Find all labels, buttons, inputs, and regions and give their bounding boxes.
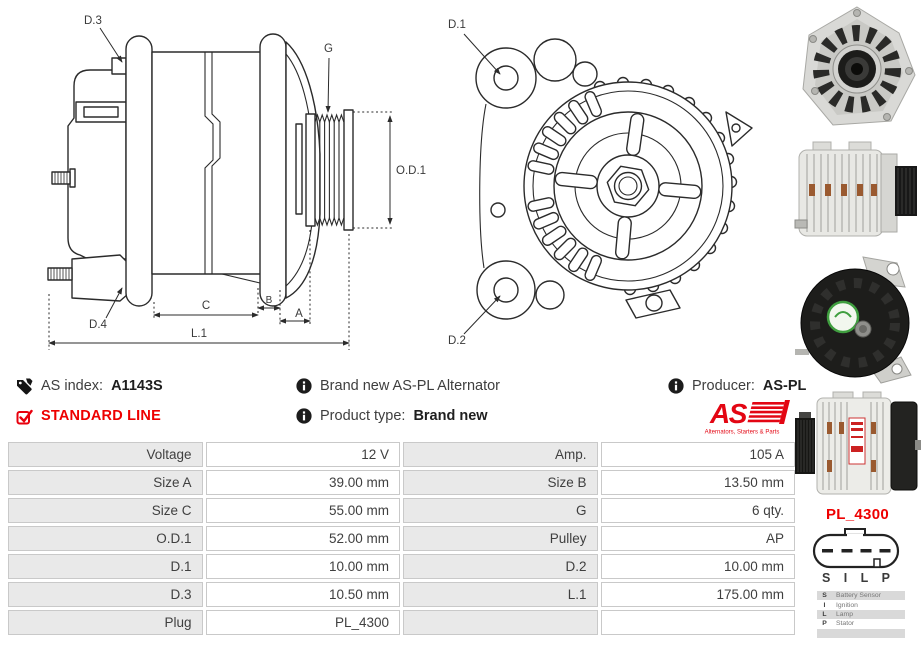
plug-connector-diagram — [812, 528, 900, 569]
as-pl-logo: AS Alternators, Starters & Parts — [705, 396, 790, 436]
logo-tagline: Alternators, Starters & Parts — [705, 430, 780, 436]
spec-label-cell: Amp. — [403, 442, 598, 467]
legend-desc: Ignition — [836, 601, 858, 609]
legend-row: I Ignition — [817, 600, 905, 609]
spec-value-cell: 55.00 mm — [205, 498, 400, 523]
producer-label: Producer: — [692, 378, 755, 394]
standard-line-label: STANDARD LINE — [41, 408, 161, 424]
spec-value-cell: 10.00 mm — [600, 554, 795, 579]
spec-value-cell: 39.00 mm — [205, 470, 400, 495]
dimension-label-d4: D.4 — [89, 319, 108, 331]
spec-value-cell: PL_4300 — [205, 610, 400, 635]
spec-table: Voltage 12 V Amp. 105 A Size A 39.00 mm … — [8, 442, 795, 635]
legend-row-empty — [817, 628, 905, 638]
spec-label-cell: D.2 — [403, 554, 598, 579]
dimension-label-g: G — [324, 43, 333, 55]
dimension-label-d2: D.2 — [448, 335, 466, 347]
legend-row: S Battery Sensor — [817, 591, 905, 601]
spec-label-cell: L.1 — [403, 582, 598, 607]
side-view-technical-drawing: D.3 G O.D.1 D.4 C B A L.1 — [47, 15, 426, 350]
info-icon — [296, 408, 312, 424]
producer-row: Producer: AS-PL — [668, 376, 806, 396]
spec-value-cell: 175.00 mm — [600, 582, 795, 607]
legend-pin: P — [822, 620, 827, 628]
brand-new-row: Brand new AS-PL Alternator — [296, 376, 500, 396]
dimension-label-c: C — [202, 300, 210, 312]
spec-label-cell: G — [403, 498, 598, 523]
plug-legend: S Battery Sensor I Ignition L Lamp P Sta… — [817, 591, 905, 638]
brand-new-text: Brand new AS-PL Alternator — [320, 378, 501, 394]
alternator-side-photo-art — [794, 141, 917, 237]
spec-value-cell: 10.50 mm — [205, 582, 400, 607]
spec-label-cell: D.1 — [8, 554, 203, 579]
legend-pin: S — [822, 592, 827, 600]
product-photo-front[interactable] — [793, 3, 922, 133]
producer-value: AS-PL — [762, 378, 807, 394]
legend-row: P Stator — [817, 619, 905, 628]
alternator-rear-photo-art — [795, 256, 912, 384]
legend-desc: Stator — [836, 620, 855, 628]
spec-label-cell: Voltage — [8, 442, 203, 467]
alternator-side2-photo-art — [795, 391, 921, 495]
legend-pin: L — [822, 610, 827, 618]
vent-slots — [527, 91, 603, 281]
dimension-label-od1: O.D.1 — [396, 165, 426, 177]
checked-checkbox-icon — [16, 409, 33, 424]
legend-desc: Lamp — [836, 610, 854, 618]
logo-text: AS — [709, 398, 748, 429]
pin-letter: P — [881, 571, 890, 585]
tag-icon — [17, 378, 33, 394]
front-view-technical-drawing: D.1 D.2 — [448, 19, 753, 347]
pin-letter: L — [860, 571, 869, 585]
legend-pin: I — [823, 601, 826, 609]
spec-label-cell: Size A — [8, 470, 203, 495]
spec-label-cell: D.3 — [8, 582, 203, 607]
as-index-value: A1143S — [111, 378, 163, 394]
spec-value-cell — [600, 610, 795, 635]
product-photo-side-right-pulley[interactable] — [793, 136, 922, 250]
dimension-label-b: B — [266, 295, 273, 306]
spec-value-cell: 12 V — [205, 442, 400, 467]
info-icon — [668, 378, 684, 394]
product-photo-side-left-pulley[interactable] — [793, 388, 922, 506]
spec-label-cell: Pulley — [403, 526, 598, 551]
spec-value-cell: 6 qty. — [600, 498, 795, 523]
info-icon — [296, 378, 312, 394]
pin-letter: I — [843, 571, 848, 585]
dimension-label-d3: D.3 — [84, 15, 102, 27]
product-photo-rear[interactable] — [793, 253, 922, 385]
as-index-label: AS index: — [41, 378, 104, 394]
spec-value-cell: 52.00 mm — [205, 526, 400, 551]
as-index-row: AS index: A1143S — [16, 376, 163, 396]
product-type-label: Product type: — [320, 408, 406, 424]
dimension-label-l1: L.1 — [191, 328, 207, 340]
spec-label-cell: Size B — [403, 470, 598, 495]
spec-label-cell: Plug — [8, 610, 203, 635]
spec-value-cell: 105 A — [600, 442, 795, 467]
legend-desc: Battery Sensor — [836, 592, 881, 600]
plug-name: PL_4300 — [826, 506, 889, 523]
spec-label-cell: O.D.1 — [8, 526, 203, 551]
standard-line-row: STANDARD LINE — [16, 406, 161, 426]
product-type-row: Product type: Brand new — [296, 406, 488, 426]
legend-row: L Lamp — [817, 609, 905, 620]
alternator-front-photo-art — [802, 6, 916, 126]
product-type-value: Brand new — [413, 408, 488, 424]
dimension-label-a: A — [295, 308, 303, 320]
spec-label-cell: Size C — [8, 498, 203, 523]
spec-label-cell — [403, 610, 598, 635]
spec-value-cell: 13.50 mm — [600, 470, 795, 495]
spec-value-cell: 10.00 mm — [205, 554, 400, 579]
plug-pin-letters: S I L P — [812, 571, 900, 585]
pin-letter: S — [822, 571, 831, 585]
dimension-label-d1: D.1 — [448, 19, 466, 31]
spec-value-cell: AP — [600, 526, 795, 551]
